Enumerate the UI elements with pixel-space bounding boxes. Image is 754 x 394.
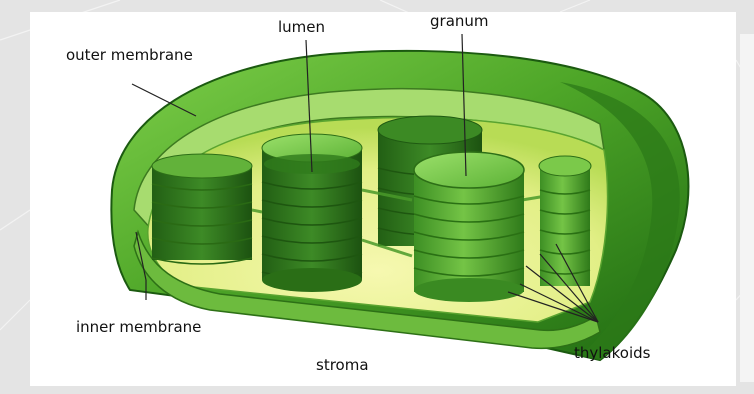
granum-stack-lumen xyxy=(262,134,362,292)
granum-stack-right xyxy=(539,156,591,286)
label-stroma: stroma xyxy=(316,356,369,374)
granum-stack-front xyxy=(414,152,524,302)
label-thylakoids: thylakoids xyxy=(574,344,650,362)
label-granum: granum xyxy=(430,12,489,30)
label-lumen: lumen xyxy=(278,18,325,36)
label-outer-membrane: outer membrane xyxy=(66,46,193,64)
label-inner-membrane: inner membrane xyxy=(76,318,201,336)
granum-stack-left xyxy=(152,154,252,264)
